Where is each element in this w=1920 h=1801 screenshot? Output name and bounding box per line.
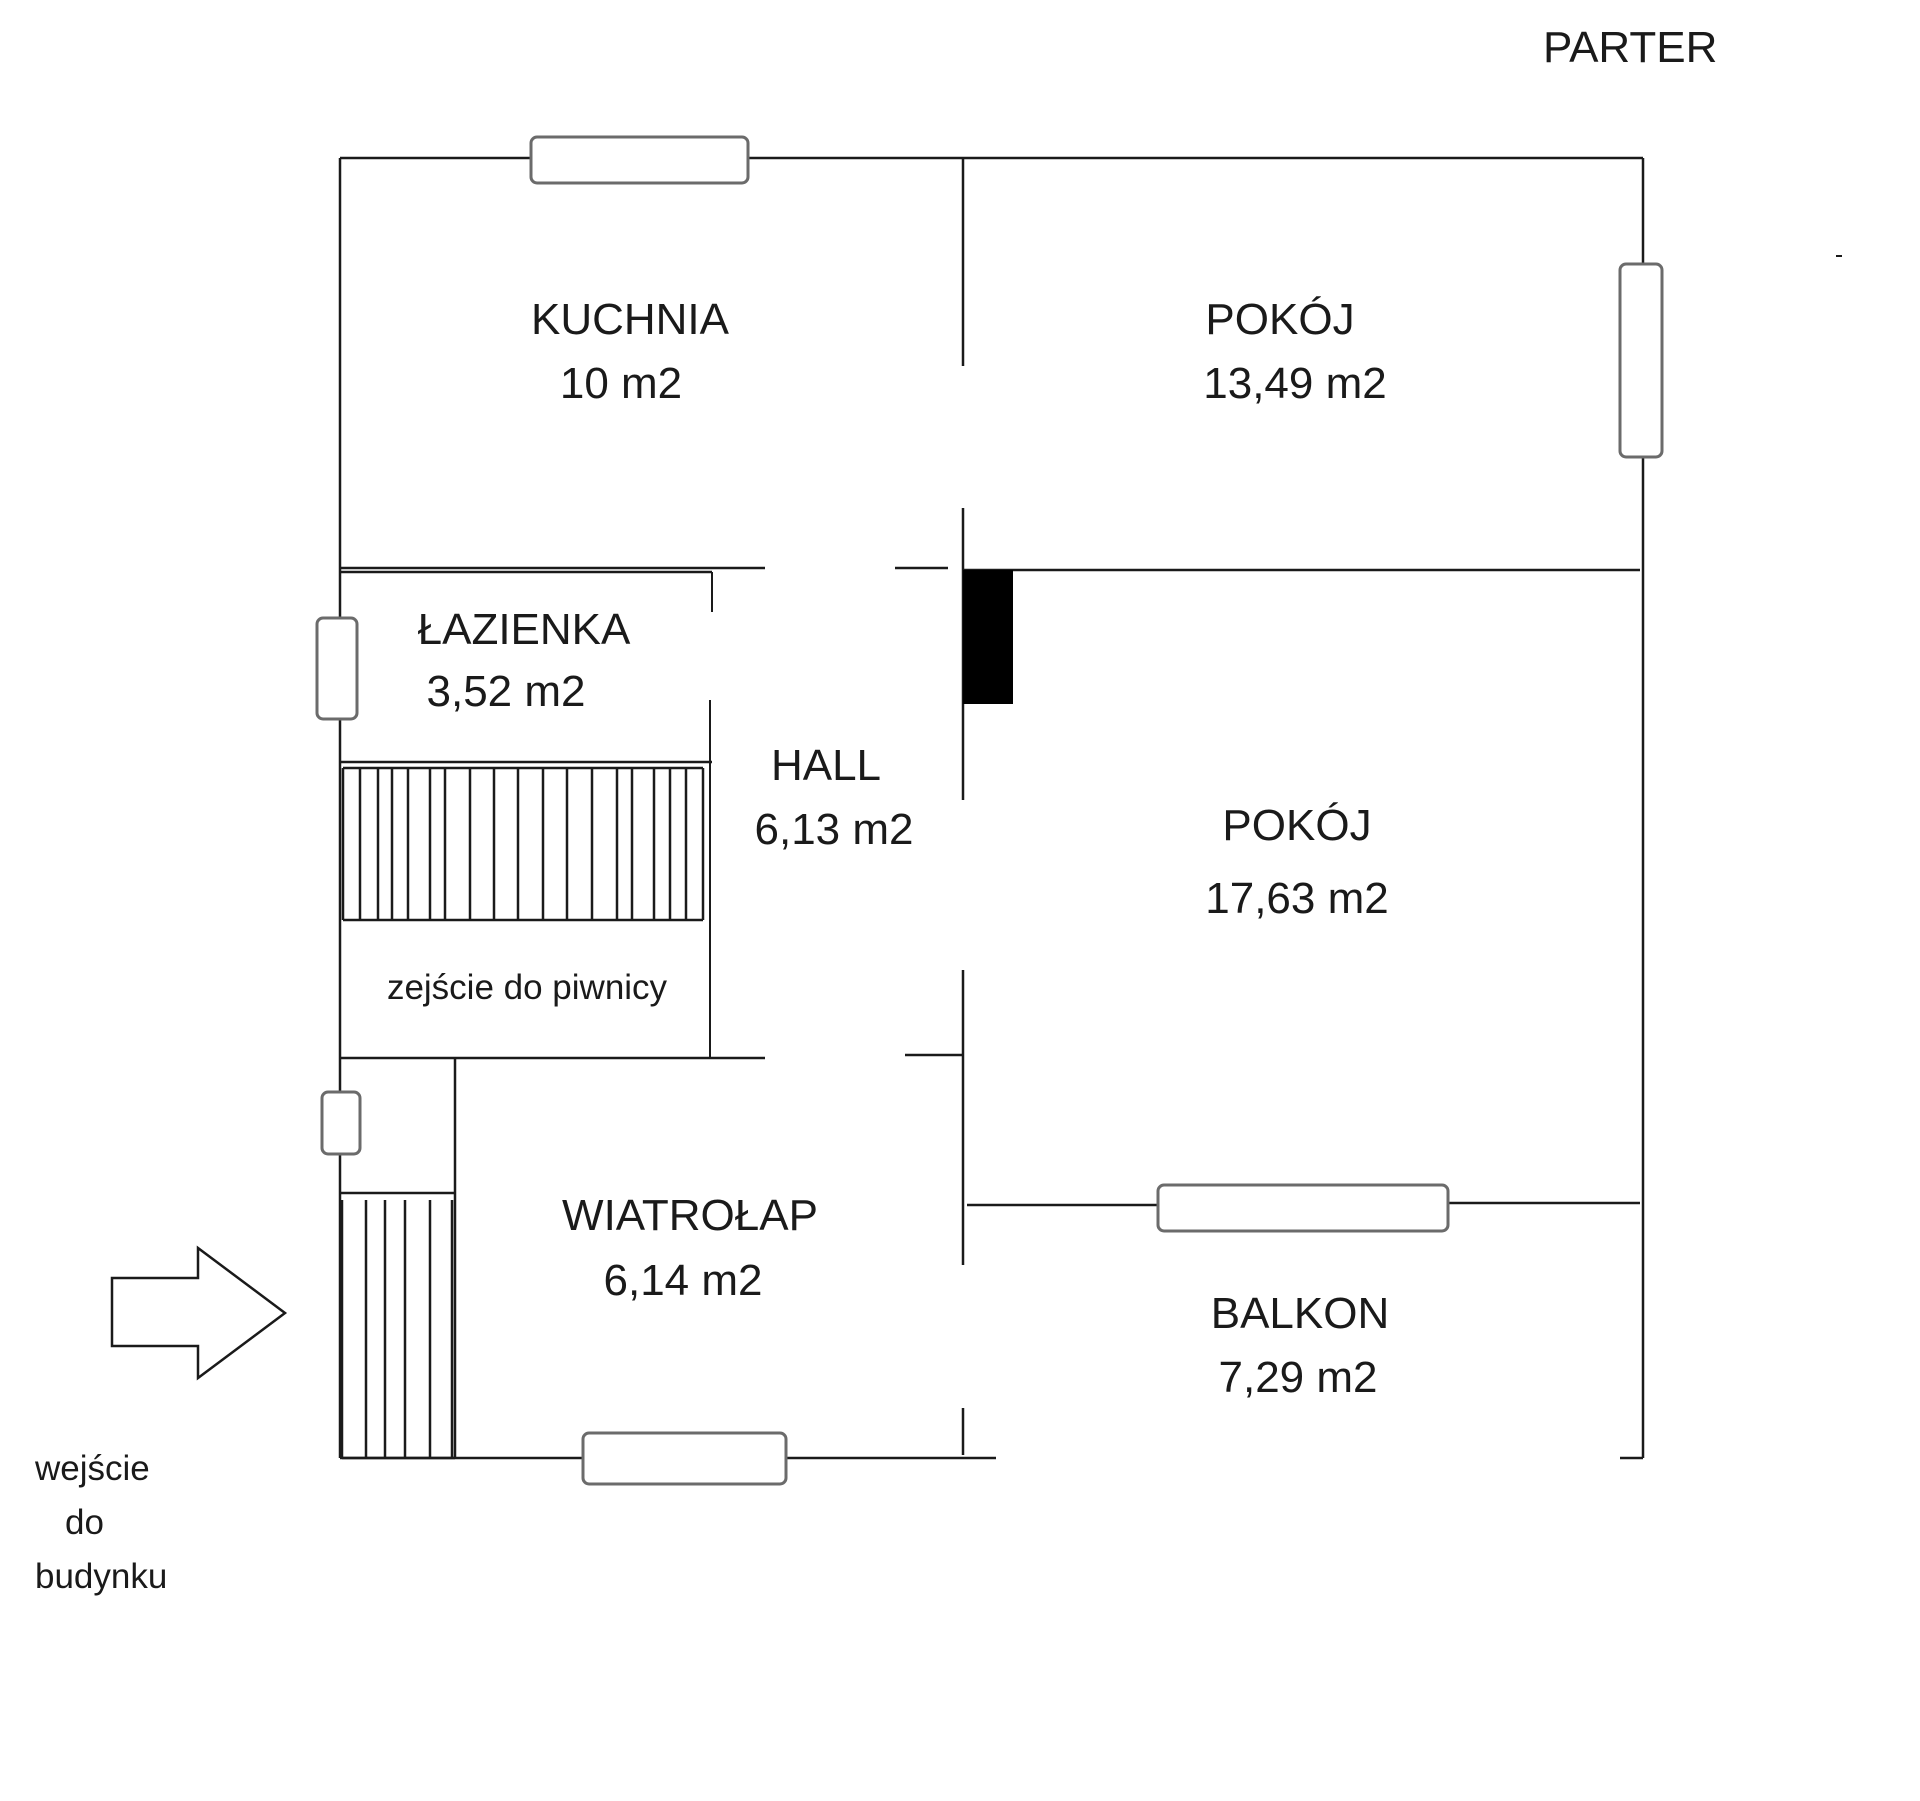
basement-stairs-label: zejście do piwnicy: [387, 968, 668, 1007]
room-area: 6,14 m2: [604, 1256, 763, 1305]
window-entrance: [320, 1090, 362, 1156]
room-area: 10 m2: [560, 359, 682, 408]
windows: [315, 135, 1664, 1486]
entrance-label-line: wejście: [34, 1449, 150, 1488]
basement-stairs: [341, 766, 705, 922]
window-kuchnia: [529, 135, 750, 185]
room-kuchnia: KUCHNIA 10 m2: [531, 295, 730, 408]
window-pokoj-1: [1618, 262, 1664, 459]
room-area: 13,49 m2: [1203, 359, 1386, 408]
interior-walls: [340, 158, 1640, 1458]
outer-walls: [338, 156, 1645, 1460]
room-hall: HALL 6,13 m2: [755, 741, 914, 854]
window-lazienka: [315, 616, 359, 721]
window-balkon: [1156, 1183, 1450, 1233]
room-name: KUCHNIA: [531, 295, 730, 344]
room-name: ŁAZIENKA: [418, 605, 631, 654]
entrance-label-line: do: [65, 1503, 104, 1542]
room-name: POKÓJ: [1222, 801, 1371, 850]
room-name: BALKON: [1211, 1289, 1390, 1338]
window-wiatrolap: [581, 1431, 788, 1486]
room-area: 17,63 m2: [1205, 874, 1388, 923]
room-name: POKÓJ: [1205, 295, 1354, 344]
room-area: 6,13 m2: [755, 805, 914, 854]
entrance-arrow-icon: [110, 1245, 288, 1381]
room-name: WIATROŁAP: [562, 1191, 818, 1240]
room-balkon: BALKON 7,29 m2: [1211, 1289, 1390, 1402]
entrance-label-line: budynku: [35, 1557, 167, 1596]
room-name: HALL: [771, 741, 881, 790]
room-pokoj-1: POKÓJ 13,49 m2: [1203, 295, 1386, 408]
room-area: 3,52 m2: [427, 667, 586, 716]
chimney: [963, 570, 1013, 704]
room-lazienka: ŁAZIENKA 3,52 m2: [418, 605, 631, 716]
entrance-label: wejście do budynku: [34, 1449, 167, 1596]
entrance-stairs: [340, 1200, 455, 1460]
room-pokoj-2: POKÓJ 17,63 m2: [1205, 801, 1388, 923]
floor-label: PARTER: [1543, 23, 1717, 72]
room-area: 7,29 m2: [1219, 1353, 1378, 1402]
room-wiatrolap: WIATROŁAP 6,14 m2: [562, 1191, 818, 1305]
